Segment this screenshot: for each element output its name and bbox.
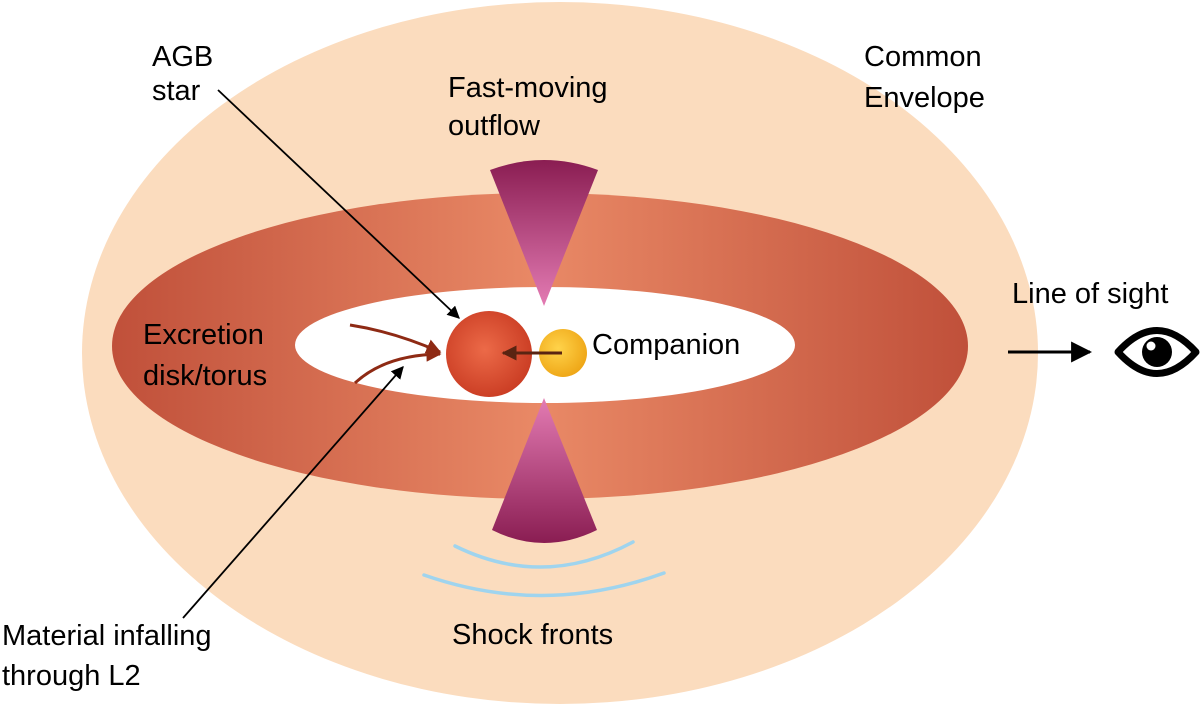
shock-fronts-label: Shock fronts — [452, 619, 613, 651]
companion-star — [539, 329, 587, 377]
agb-pointer-line — [217, 89, 460, 319]
infall-arrow-lower — [353, 346, 442, 385]
outflow-cone-bottom — [492, 398, 597, 543]
companion-label: Companion — [592, 329, 740, 361]
eye-icon — [1114, 327, 1200, 377]
material-infalling-label: Material infalling through L2 — [2, 620, 220, 692]
shock-front-outer — [422, 571, 666, 598]
shock-front-inner — [453, 540, 635, 569]
infall-pointer-line — [182, 366, 404, 619]
excretion-disk-label: Excretion disk/torus — [143, 319, 272, 392]
agb-star-label: AGB star — [152, 41, 221, 107]
line-of-sight-label: Line of sight — [1012, 278, 1168, 310]
agb-star — [446, 311, 532, 397]
outflow-cone-top — [490, 160, 598, 306]
outflow-label: Fast-moving outflow — [448, 72, 616, 142]
common-envelope-label: Common Envelope — [864, 41, 990, 114]
